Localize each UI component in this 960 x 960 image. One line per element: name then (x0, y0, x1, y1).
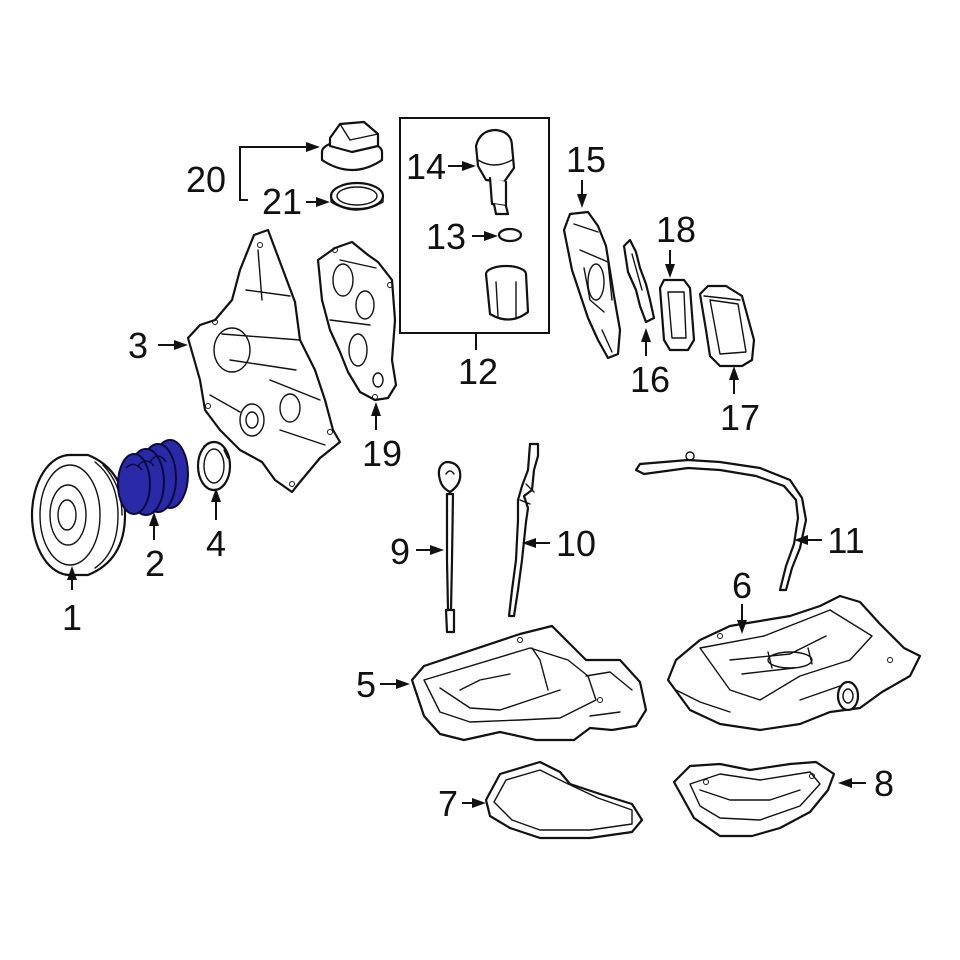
part-7-pan-gasket[interactable] (484, 760, 644, 840)
part-12-filter-element[interactable] (484, 264, 530, 321)
part-16-bracket[interactable] (622, 238, 656, 324)
part-17-housing[interactable] (698, 284, 756, 368)
callout-3: 3 (128, 325, 148, 366)
callout-9: 9 (390, 531, 410, 572)
part-14-filter-cap[interactable] (474, 128, 516, 216)
part-9-dipstick[interactable] (437, 460, 462, 634)
leader-lines (67, 142, 866, 808)
callout-12: 12 (458, 351, 498, 392)
callout-labels: 1 2 3 4 5 6 7 8 9 10 11 12 13 14 15 16 1… (62, 139, 894, 824)
part-20-filler-cap[interactable] (320, 120, 384, 171)
part-3-timing-cover[interactable] (186, 228, 342, 494)
callout-11: 11 (827, 520, 864, 561)
part-12-oil-filter-assembly[interactable] (399, 117, 550, 334)
part-1-crankshaft-pulley[interactable] (30, 453, 127, 577)
part-10-dipstick-tube[interactable] (507, 442, 540, 618)
callout-19: 19 (362, 433, 402, 474)
part-6-oil-pan-assembly[interactable] (666, 594, 922, 732)
part-13-o-ring[interactable] (497, 227, 523, 243)
callout-16: 16 (630, 359, 670, 400)
part-11-breather-hose[interactable] (634, 451, 808, 592)
callout-5: 5 (356, 664, 376, 705)
callout-7: 7 (438, 783, 458, 824)
part-21-gasket[interactable] (329, 181, 385, 211)
callout-2: 2 (145, 543, 165, 584)
part-18-gasket[interactable] (658, 278, 696, 352)
callout-13: 13 (426, 216, 466, 257)
callout-17: 17 (720, 397, 760, 438)
callout-10: 10 (556, 523, 596, 564)
part-15-oil-cooler[interactable] (562, 210, 622, 360)
part-8-lower-pan[interactable] (672, 760, 836, 838)
callout-4: 4 (206, 523, 226, 564)
callout-18: 18 (656, 209, 696, 250)
part-5-oil-pan-upper[interactable] (410, 624, 648, 742)
callout-20: 20 (186, 159, 226, 200)
callout-8: 8 (874, 763, 894, 804)
callout-1: 1 (62, 597, 82, 638)
callout-21: 21 (262, 181, 302, 222)
callout-15: 15 (566, 139, 606, 180)
part-4-seal[interactable] (196, 440, 232, 492)
callout-14: 14 (406, 146, 446, 187)
part-2-highlighted[interactable] (117, 439, 189, 516)
callout-6: 6 (732, 565, 752, 606)
part-19-cover-plate[interactable] (316, 240, 398, 402)
